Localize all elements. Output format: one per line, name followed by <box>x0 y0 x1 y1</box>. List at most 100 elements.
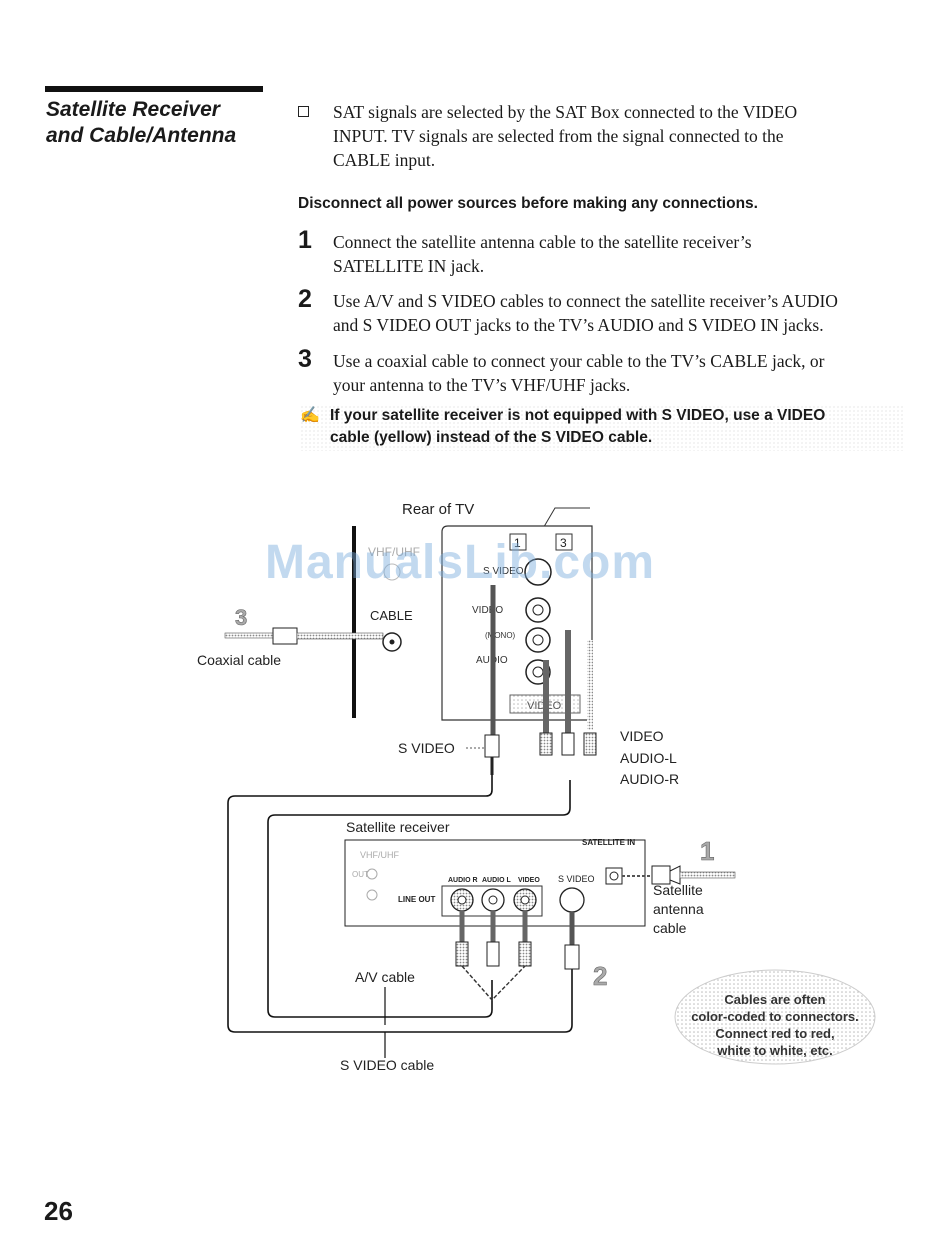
step-2-marker: 2 <box>593 961 607 991</box>
step-line: Connect the satellite antenna cable to t… <box>333 232 752 252</box>
rx-s-video-label: S VIDEO <box>558 874 595 884</box>
s-video-plug-rx[interactable] <box>564 944 580 970</box>
section-title-line2: and Cable/Antenna <box>46 124 237 147</box>
s-video-cable-loop <box>227 775 573 1033</box>
av-cable-loop <box>267 780 571 1018</box>
checkbox-bullet-icon <box>298 106 309 117</box>
sat-antenna-label-2: antenna <box>653 901 704 917</box>
input-3-label: 3 <box>560 536 567 550</box>
satellite-receiver-label: Satellite receiver <box>346 819 450 835</box>
tv-s-video-label: S VIDEO <box>398 740 455 756</box>
rx-video-label: VIDEO <box>518 877 540 884</box>
step-line: and S VIDEO OUT jacks to the TV’s AUDIO … <box>333 315 824 335</box>
intro-bullet: SAT signals are selected by the SAT Box … <box>298 100 878 172</box>
tip-callout <box>674 969 876 1065</box>
step-2: 2 Use A/V and S VIDEO cables to connect … <box>298 285 898 337</box>
sat-antenna-label-1: Satellite <box>653 882 703 898</box>
input-3-badge <box>555 533 573 551</box>
tv-input-panel <box>441 525 593 721</box>
video-plug-tv[interactable] <box>539 732 553 756</box>
note-box: ✍ If your satellite receiver is not equi… <box>300 405 905 451</box>
step-text: Use A/V and S VIDEO cables to connect th… <box>333 289 898 337</box>
intro-text: SAT signals are selected by the SAT Box … <box>333 100 878 172</box>
video-plug-rx[interactable] <box>518 941 532 967</box>
plug-audio-r-label: AUDIO-R <box>620 771 679 787</box>
step-text: Connect the satellite antenna cable to t… <box>333 230 898 278</box>
note-line: cable (yellow) instead of the S VIDEO ca… <box>330 429 653 446</box>
sat-antenna-label-3: cable <box>653 920 687 936</box>
tv-vhf-uhf-label: VHF/UHF <box>368 545 420 559</box>
input-1-label: 1 <box>514 536 521 550</box>
rx-satellite-in-jack-inner <box>609 871 619 881</box>
step-1: 1 Connect the satellite antenna cable to… <box>298 226 898 278</box>
rx-in-jack[interactable] <box>366 889 378 901</box>
rx-out-jack[interactable] <box>366 868 378 880</box>
section-rule <box>45 86 263 92</box>
intro-line1: SAT signals are selected by the SAT Box … <box>333 102 798 122</box>
rx-out-label: OUT <box>352 870 369 879</box>
tip-line-2: color-coded to connectors. <box>691 1009 859 1024</box>
tip-line-3: Connect red to red, <box>715 1026 834 1041</box>
rx-audio-r-jack-inner <box>457 895 467 905</box>
step-text: Use a coaxial cable to connect your cabl… <box>333 349 898 397</box>
coaxial-connector[interactable] <box>272 627 298 645</box>
step-line: your antenna to the TV’s VHF/UHF jacks. <box>333 375 631 395</box>
input-1-badge <box>509 533 527 551</box>
sat-antenna-connector-neck <box>669 865 681 885</box>
step-3-marker: 3 <box>235 605 247 630</box>
section-title: Satellite Receiver and Cable/Antenna <box>46 97 276 149</box>
step-number: 3 <box>298 345 312 373</box>
page-number: 26 <box>44 1196 73 1226</box>
tv-cable-jack-pin <box>389 639 395 645</box>
tv-panel-edge <box>352 526 356 718</box>
rx-audio-l-label: AUDIO L <box>482 877 512 884</box>
plug-video-label: VIDEO <box>620 728 664 744</box>
rx-satellite-in-jack[interactable] <box>605 867 623 885</box>
av-cable-label: A/V cable <box>355 969 415 985</box>
coaxial-cable-end <box>224 632 274 639</box>
tv-s-video-jack-label: S VIDEO <box>483 566 524 577</box>
step-3: 3 Use a coaxial cable to connect your ca… <box>298 345 898 397</box>
audio-r-plug-rx[interactable] <box>455 941 469 967</box>
tv-audio-l-jack[interactable] <box>525 627 551 653</box>
tv-video-label: VIDEO <box>472 605 503 616</box>
step-number: 2 <box>298 285 312 313</box>
step-1-marker: 1 <box>700 836 714 866</box>
tip-line-4: white to white, etc. <box>716 1043 833 1058</box>
note-line: If your satellite receiver is not equipp… <box>330 407 826 424</box>
step-line: SATELLITE IN jack. <box>333 256 485 276</box>
audio-r-plug-tv[interactable] <box>583 732 597 756</box>
vhf-uhf-jack[interactable] <box>383 563 401 581</box>
coaxial-cable <box>296 632 384 640</box>
rx-video-jack-inner <box>520 895 530 905</box>
plug-audio-l-label: AUDIO-L <box>620 750 677 766</box>
tv-video-jack-inner <box>532 604 544 616</box>
rx-s-video-jack[interactable] <box>559 887 585 913</box>
pencil-note-icon: ✍ <box>300 407 320 424</box>
sat-antenna-cable <box>679 871 736 879</box>
audio-l-plug-rx[interactable] <box>486 941 500 967</box>
tip-line-1: Cables are often <box>724 992 825 1007</box>
tv-cable-label: CABLE <box>370 608 413 623</box>
tv-video-jack[interactable] <box>525 597 551 623</box>
note-text: If your satellite receiver is not equipp… <box>330 405 905 449</box>
tv-mono-label: (MONO) <box>485 631 516 640</box>
intro-line3: CABLE input. <box>333 150 436 170</box>
rx-audio-r-label: AUDIO R <box>448 877 478 884</box>
step-number: 1 <box>298 226 312 254</box>
connection-diagram: Rear of TV VHF/UHF CABLE 3 Coaxial cable… <box>197 501 876 1073</box>
audio-l-plug-tv[interactable] <box>561 732 575 756</box>
tv-s-video-jack[interactable] <box>524 558 552 586</box>
av-plug-bundle <box>461 965 526 1002</box>
rx-audio-l-jack-inner <box>488 895 498 905</box>
power-warning: Disconnect all power sources before maki… <box>298 195 758 212</box>
rx-satellite-in-label: SATELLITE IN <box>582 838 635 847</box>
intro-line2: INPUT. TV signals are selected from the … <box>333 126 784 146</box>
step-line: Use A/V and S VIDEO cables to connect th… <box>333 291 838 311</box>
rx-vhf-uhf-label: VHF/UHF <box>360 850 399 860</box>
section-title-line1: Satellite Receiver <box>46 98 220 121</box>
coaxial-cable-label: Coaxial cable <box>197 652 281 668</box>
watermark: ManualsLib.com <box>265 536 656 589</box>
s-video-cable-label: S VIDEO cable <box>340 1057 434 1073</box>
s-video-plug-tv[interactable] <box>484 734 500 758</box>
